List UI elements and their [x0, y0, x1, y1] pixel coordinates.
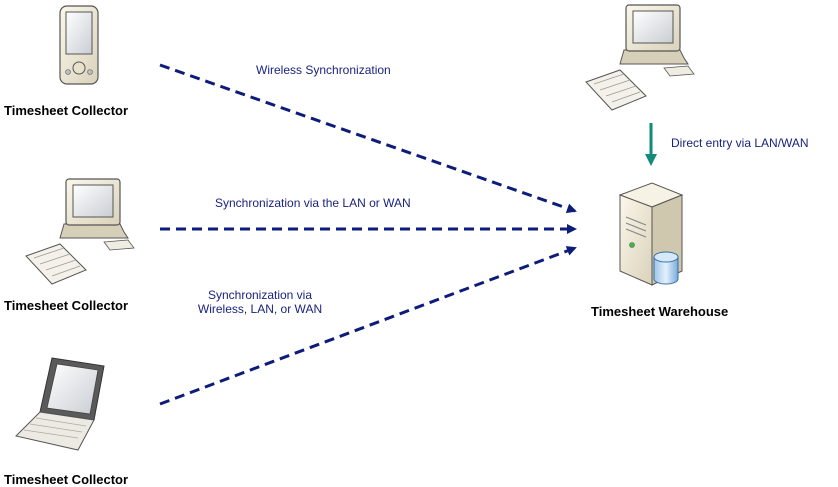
- edge-label-combined: Synchronization via Wireless, LAN, or WA…: [185, 288, 335, 316]
- wireless-sync-arrow: [159, 63, 577, 214]
- edge-label-combined-line1: Synchronization via: [207, 288, 313, 302]
- node-label-warehouse: Timesheet Warehouse: [591, 304, 729, 319]
- edge-label-combined-line2: Wireless, LAN, or WAN: [197, 302, 323, 316]
- server-database-icon: [618, 182, 684, 286]
- pda-icon: [59, 5, 99, 85]
- edge-label-wireless: Wireless Synchronization: [256, 63, 391, 77]
- edge-label-direct: Direct entry via LAN/WAN: [671, 136, 809, 150]
- edge-label-lan-wan: Synchronization via the LAN or WAN: [215, 196, 411, 210]
- combined-sync-arrow: [159, 246, 577, 406]
- node-label-pda: Timesheet Collector: [4, 103, 129, 118]
- desktop-computer-icon: [25, 178, 135, 285]
- node-label-desktop: Timesheet Collector: [4, 298, 129, 313]
- node-label-laptop: Timesheet Collector: [4, 472, 129, 487]
- desktop-computer-icon: [585, 4, 695, 111]
- laptop-icon: [15, 357, 105, 451]
